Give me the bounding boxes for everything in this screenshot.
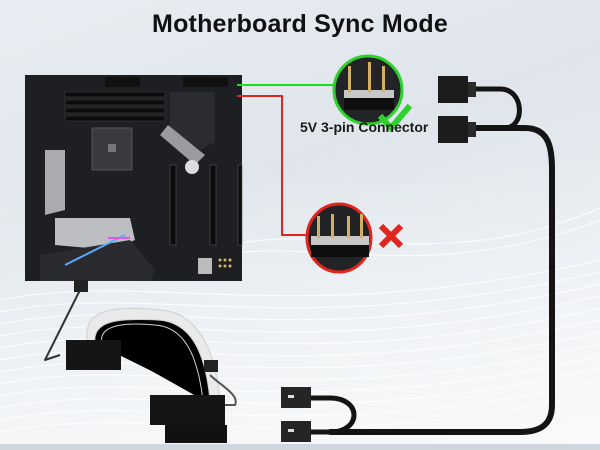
check-icon — [378, 104, 412, 133]
cross-icon — [378, 223, 404, 249]
red-line — [237, 95, 308, 236]
correct-header-closeup — [332, 54, 404, 126]
connector-label: 5V 3-pin Connector — [300, 119, 429, 135]
wrong-header-closeup — [305, 202, 373, 274]
page-title: Motherboard Sync Mode — [152, 10, 448, 38]
motherboard-image — [25, 75, 243, 281]
